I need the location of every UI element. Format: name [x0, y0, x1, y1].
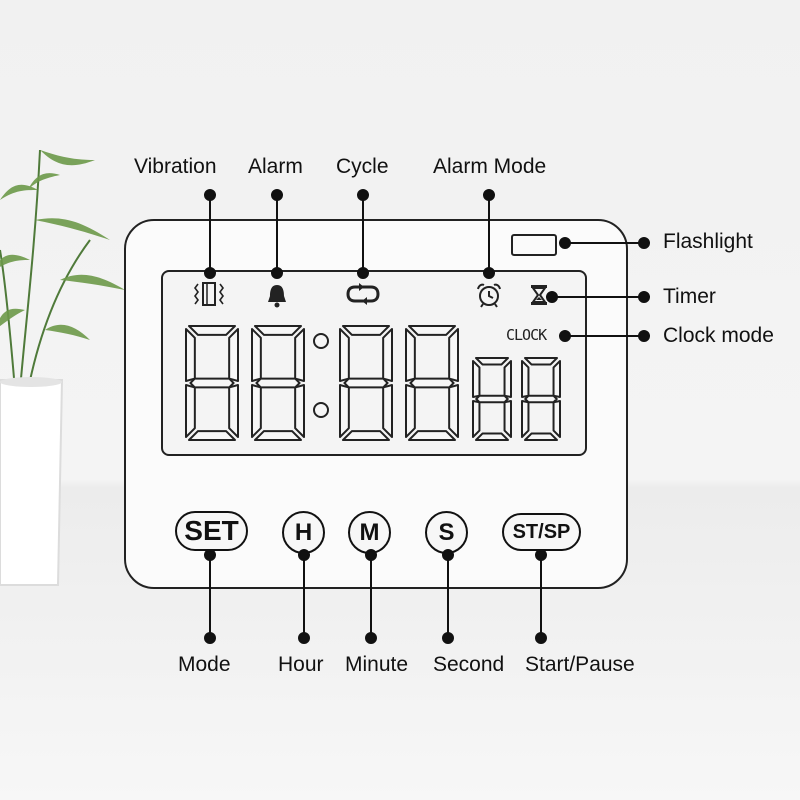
- cycle-label: Cycle: [336, 155, 389, 178]
- set-button[interactable]: SET: [175, 511, 248, 551]
- alarm-mode-label: Alarm Mode: [433, 155, 547, 178]
- plant-decoration: [0, 149, 125, 586]
- clock-mode-label: Clock mode: [663, 324, 774, 347]
- second-label: Second: [433, 653, 505, 676]
- cycle-icon: [346, 283, 380, 305]
- flashlight-label: Flashlight: [663, 230, 753, 253]
- vibration-icon: [194, 282, 224, 306]
- vibration-label: Vibration: [134, 155, 217, 178]
- start-pause-label: Start/Pause: [525, 653, 635, 676]
- mode-label: Mode: [178, 653, 231, 676]
- alarm-clock-icon: [477, 283, 501, 308]
- second-button[interactable]: S: [425, 511, 468, 554]
- start-pause-button[interactable]: ST/SP: [502, 513, 581, 551]
- minute-button[interactable]: M: [348, 511, 391, 554]
- flashlight-window: [511, 234, 557, 256]
- minute-label: Minute: [345, 653, 409, 676]
- hour-button[interactable]: H: [282, 511, 325, 554]
- alarm-bell-icon: [268, 285, 286, 308]
- alarm-label: Alarm: [248, 155, 303, 178]
- hour-label: Hour: [278, 653, 324, 676]
- hourglass-timer-icon: [531, 285, 547, 305]
- clock-mode-indicator: CLOCK: [506, 326, 547, 344]
- timer-label: Timer: [663, 285, 716, 308]
